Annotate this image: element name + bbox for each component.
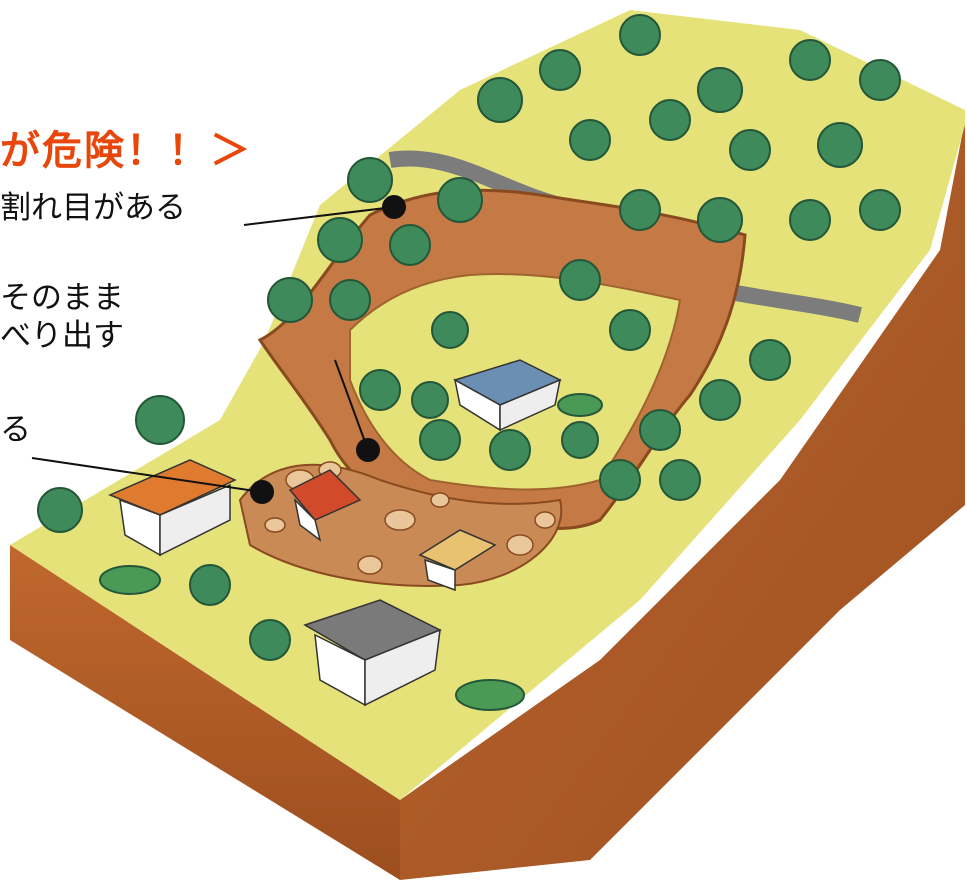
- house-orange-roof: [108, 459, 237, 557]
- soil-right-face: [400, 120, 965, 880]
- label-crack: 割れ目がある: [0, 190, 186, 226]
- callout-crack: [243, 195, 406, 226]
- house-gray-roof: [303, 599, 442, 707]
- house-blue-roof: [453, 359, 562, 432]
- label-fall: る: [0, 412, 31, 448]
- label-slide-line2: べり出す: [0, 318, 124, 354]
- callout-slide: [334, 359, 380, 462]
- trees: [37, 14, 901, 661]
- house-yellow-roof: [418, 529, 497, 592]
- bushes: [99, 393, 603, 711]
- callout-fall: [31, 457, 274, 504]
- house-destroyed: [288, 469, 362, 542]
- soil-front-face: [10, 545, 400, 880]
- boulders: [264, 461, 556, 575]
- danger-title: が危険！！＞: [0, 128, 252, 174]
- label-slide-line1: そのまま: [0, 280, 124, 316]
